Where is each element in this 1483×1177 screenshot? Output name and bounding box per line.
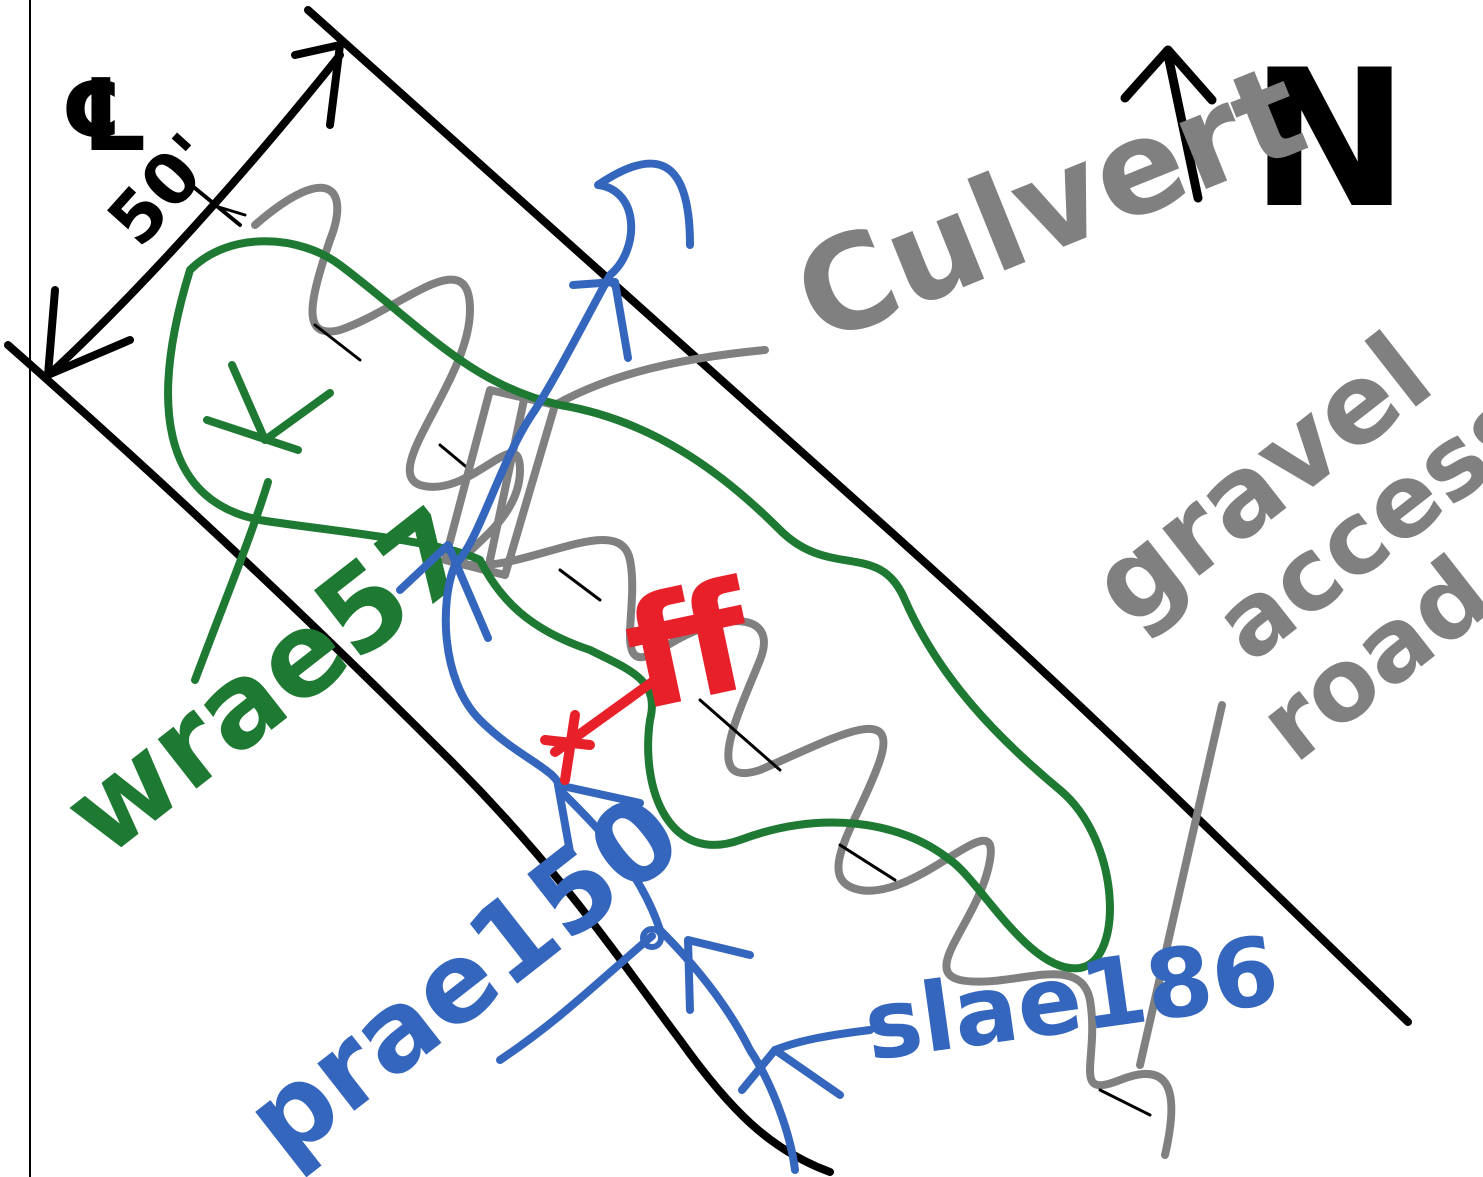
gravel-label-leader xyxy=(1136,701,1226,1069)
north-arrow-icon xyxy=(1120,45,1217,203)
wetland-label: wrae57 xyxy=(40,482,500,882)
wetland-boundary xyxy=(164,237,1114,973)
stream-left-leader xyxy=(496,932,656,1064)
north-label: N xyxy=(1250,29,1409,250)
corridor-edge-southwest xyxy=(4,341,834,1176)
ff-marker-arrow xyxy=(540,675,660,785)
road-shadow-strokes xyxy=(210,203,1152,1117)
wetland-arrow xyxy=(191,361,334,684)
stream-right-leader xyxy=(771,1026,874,1054)
centerline-symbol: ℄ xyxy=(60,57,150,174)
gravel-access-road-line xyxy=(251,183,1176,1159)
width-dimension-arrow xyxy=(44,41,344,379)
stream-left-point xyxy=(640,926,664,950)
stream-channel xyxy=(441,159,799,1174)
ff-label: ff xyxy=(611,549,767,745)
stream-right-label: slae186 xyxy=(858,916,1285,1083)
corridor-edge-northeast xyxy=(304,6,1412,1026)
culvert-label: Culvert xyxy=(775,34,1325,374)
